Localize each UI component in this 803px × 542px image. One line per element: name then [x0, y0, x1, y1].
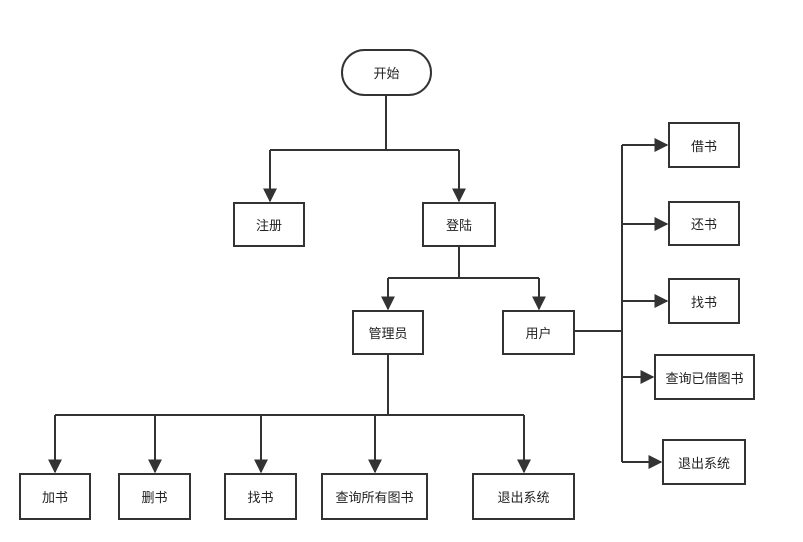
borrow-book-node[interactable]: 借书: [668, 122, 740, 168]
return-book-node[interactable]: 还书: [668, 201, 740, 246]
exit-system-admin-node[interactable]: 退出系统: [472, 473, 575, 520]
exit-system-user-node[interactable]: 退出系统: [662, 439, 746, 485]
query-borrowed-node[interactable]: 查询已借图书: [654, 354, 755, 400]
add-book-node[interactable]: 加书: [19, 473, 91, 520]
query-all-books-node[interactable]: 查询所有图书: [321, 473, 428, 520]
admin-node[interactable]: 管理员: [352, 310, 424, 355]
login-node[interactable]: 登陆: [422, 202, 496, 247]
delete-book-node[interactable]: 删书: [118, 473, 191, 520]
user-node[interactable]: 用户: [502, 310, 575, 355]
find-book-user-node[interactable]: 找书: [668, 278, 740, 324]
find-book-admin-node[interactable]: 找书: [224, 473, 297, 520]
register-node[interactable]: 注册: [233, 202, 305, 247]
start-node[interactable]: 开始: [341, 49, 432, 96]
